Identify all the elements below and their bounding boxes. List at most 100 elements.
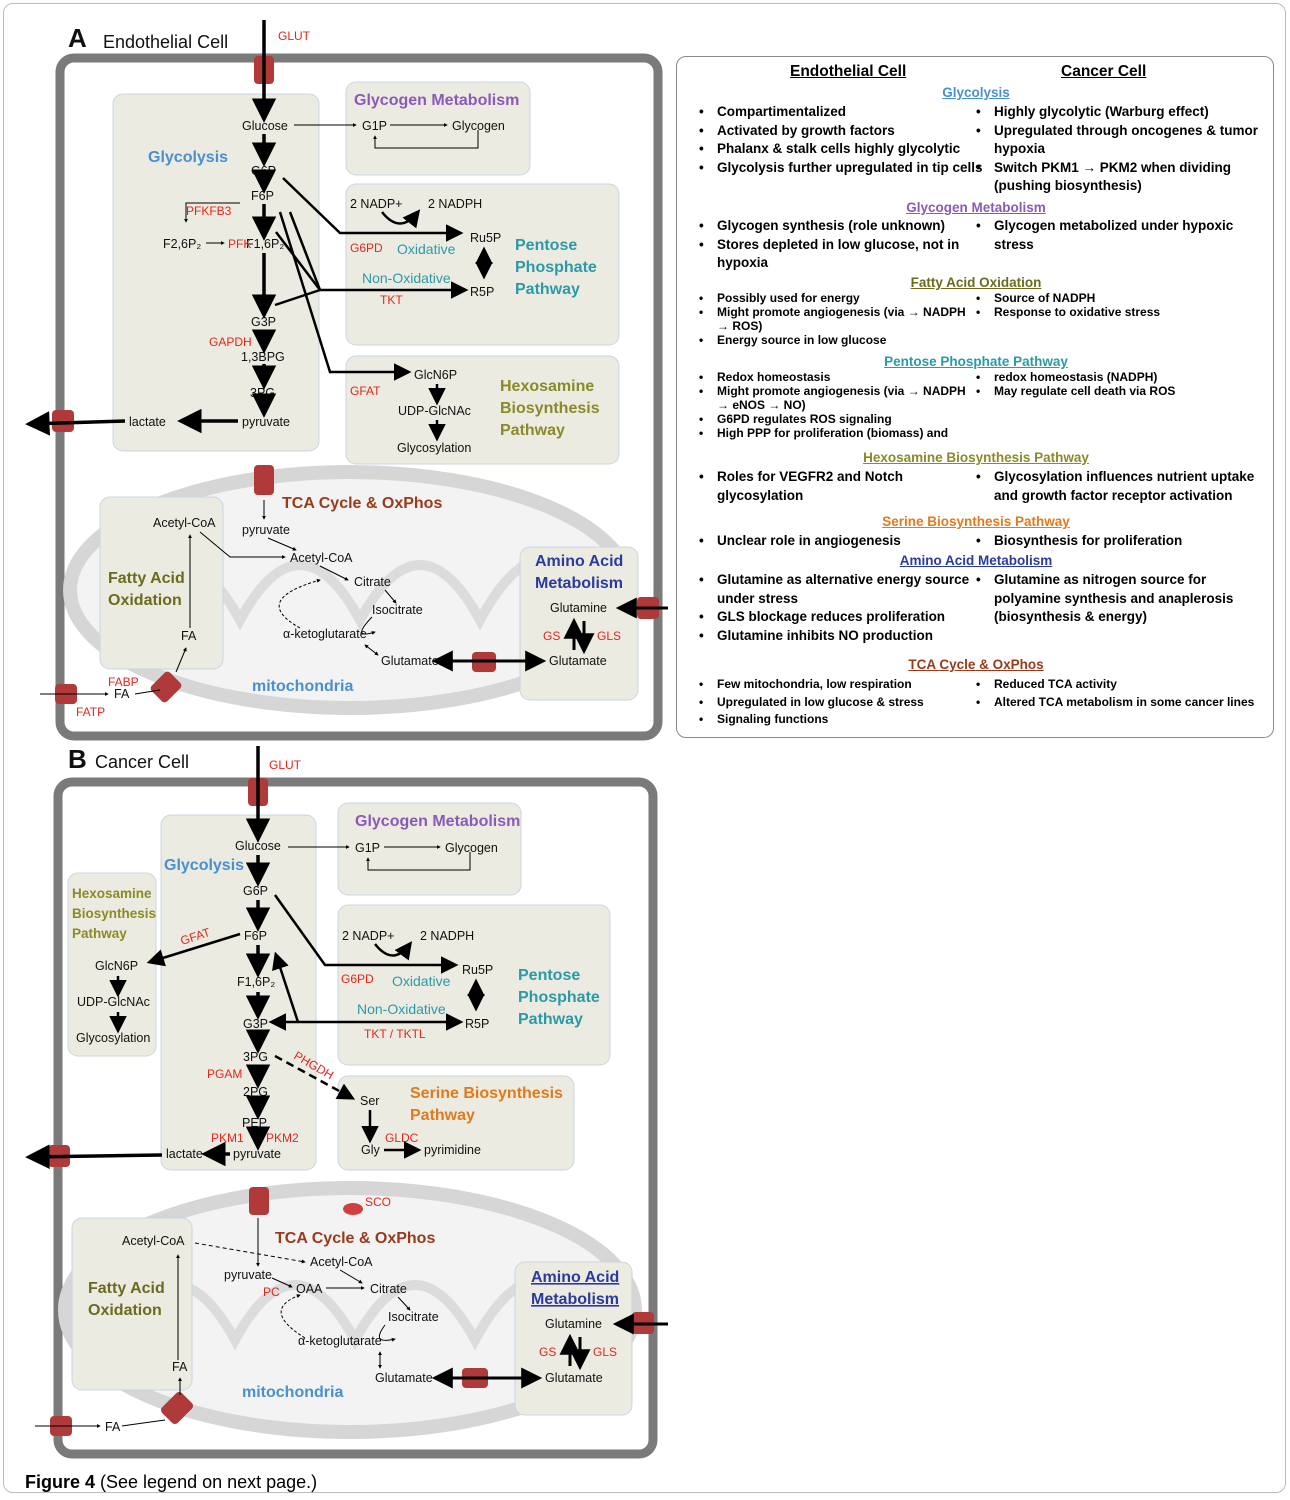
f6p-a: F6P: [251, 189, 274, 203]
g6p-b: G6P: [243, 884, 268, 898]
list-item: Might promote angiogenesis (via → NADPH …: [699, 384, 974, 412]
pg2-b: 2PG: [243, 1085, 268, 1099]
isocitrate-a: Isocitrate: [372, 603, 423, 617]
list-item: Source of NADPH: [976, 291, 1246, 305]
ec-serine-list: Unclear role in angiogenesis: [699, 532, 969, 551]
sco-icon: [343, 1203, 363, 1215]
glycolysis-title-b: Glycolysis: [164, 857, 244, 874]
section-title-serine: Serine Biosynthesis Pathway: [882, 514, 1070, 529]
lactate-transporter-a: [52, 410, 74, 432]
gs-a: GS: [543, 629, 560, 643]
ppp-title-a-2: Phosphate: [515, 259, 597, 276]
arrows-a: [25, 20, 668, 696]
glutamate-mito-a: Glutamate: [381, 654, 439, 668]
hex-title-a-1: Hexosamine: [500, 378, 594, 395]
fa-carrier-b: [160, 1391, 194, 1425]
pg3-b: 3PG: [243, 1050, 268, 1064]
header-endothelial: Endothelial Cell: [790, 63, 907, 80]
nadp-a: 2 NADP+: [350, 197, 402, 211]
cc-ppp-list: redox homeostasis (NADPH) May regulate c…: [976, 370, 1246, 398]
gls-b: GLS: [593, 1345, 617, 1359]
tca-title-a: TCA Cycle & OxPhos: [282, 495, 442, 512]
glutamine-a: Glutamine: [550, 601, 607, 615]
pyruvate-a: pyruvate: [242, 415, 290, 429]
lactate-b: lactate: [166, 1147, 203, 1161]
akg-b: α-ketoglutarate: [298, 1334, 382, 1348]
ppp-title-a-3: Pathway: [515, 281, 580, 298]
panel-a-letter: A: [68, 23, 87, 53]
fa-out-a: FA: [114, 687, 130, 701]
oxidative-b: Oxidative: [392, 973, 451, 989]
caption-text: (See legend on next page.): [95, 1472, 318, 1492]
nadph-b: 2 NADPH: [420, 929, 474, 943]
arrows-b: [25, 746, 668, 1428]
fa-out-b: FA: [105, 1420, 121, 1434]
g1p-b: G1P: [355, 841, 380, 855]
g3p-a: G3P: [251, 315, 276, 329]
glut-label-b: GLUT: [269, 758, 302, 772]
fa-a: FA: [181, 629, 197, 643]
acetylcoa-fao-a: Acetyl-CoA: [153, 516, 216, 530]
g1p-a: G1P: [362, 119, 387, 133]
f6p-b: F6P: [244, 929, 267, 943]
ec-tca-list: Few mitochondria, low respiration Upregu…: [699, 676, 974, 729]
pkm1-b: PKM1: [211, 1131, 244, 1145]
fao-title-a-1: Fatty Acid: [108, 570, 185, 587]
glcn6p-a: GlcN6P: [414, 368, 457, 382]
g6p-a: G6P: [251, 164, 276, 178]
glycosylation-a: Glycosylation: [397, 441, 471, 455]
list-item: Glycosylation influences nutrient uptake…: [976, 468, 1266, 505]
hex-title-b-2: Biosynthesis: [72, 906, 156, 921]
hex-title-b-1: Hexosamine: [72, 886, 152, 901]
acetylcoa-b: Acetyl-CoA: [310, 1255, 373, 1269]
list-item: Reduced TCA activity: [976, 676, 1266, 694]
pg3-a: 3PG: [250, 386, 275, 400]
udp-b: UDP-GlcNAc: [77, 995, 150, 1009]
list-item: Unclear role in angiogenesis: [699, 532, 969, 551]
fabp-a: FABP: [108, 675, 139, 689]
list-item: Glutamine inhibits NO production: [699, 627, 974, 646]
cc-glycolysis-list: Highly glycolytic (Warburg effect) Upreg…: [976, 103, 1266, 196]
hex-title-a-3: Pathway: [500, 422, 565, 439]
pc-b: PC: [263, 1285, 280, 1299]
r5p-a: R5P: [470, 285, 494, 299]
cc-hex-list: Glycosylation influences nutrient uptake…: [976, 468, 1266, 505]
fao-title-a-2: Oxidation: [108, 592, 182, 609]
glutamate-b: Glutamate: [545, 1371, 603, 1385]
hex-title-a-2: Biosynthesis: [500, 400, 600, 417]
mito-label-a: mitochondria: [252, 678, 353, 695]
aa-title-b-2: Metabolism: [531, 1291, 619, 1308]
pyruvate-mito-b: pyruvate: [224, 1268, 272, 1282]
list-item: Signaling functions: [699, 711, 974, 729]
panel-a: A Endothelial Cell Glycolysis Glycogen M…: [25, 20, 668, 741]
section-title-glycolysis: Glycolysis: [942, 85, 1010, 100]
pyrimidine-b: pyrimidine: [424, 1143, 481, 1157]
glutamate-a: Glutamate: [549, 654, 607, 668]
r5p-b: R5P: [465, 1017, 489, 1031]
gls-a: GLS: [597, 629, 621, 643]
list-item: G6PD regulates ROS signaling: [699, 412, 974, 426]
list-item: Highly glycolytic (Warburg effect): [976, 103, 1266, 122]
panel-b-letter: B: [68, 744, 87, 774]
glycolysis-box-b: [160, 814, 317, 1171]
cc-tca-list: Reduced TCA activity Altered TCA metabol…: [976, 676, 1266, 711]
ec-hex-list: Roles for VEGFR2 and Notch glycosylation: [699, 468, 959, 505]
citrate-a: Citrate: [354, 575, 391, 589]
pyruvate-carrier-a: [254, 465, 274, 495]
serine-box-b: [337, 1075, 575, 1171]
cell-membrane-b: [53, 777, 658, 1459]
list-item: Possibly used for energy: [699, 291, 974, 305]
glycogen-a: Glycogen: [452, 119, 505, 133]
section-title-fao: Fatty Acid Oxidation: [910, 275, 1042, 290]
figure-caption: Figure 4 (See legend on next page.): [25, 1472, 317, 1493]
glycogen-box-a: [345, 81, 531, 176]
f16p2-a: F1,6P₂: [246, 237, 284, 251]
ec-ppp-list: Redox homeostasis Might promote angiogen…: [699, 370, 974, 440]
section-title-glycogen: Glycogen Metabolism: [906, 200, 1046, 215]
pkm2-b: PKM2: [266, 1131, 299, 1145]
cc-glycogen-list: Glycogen metabolized under hypoxic stres…: [976, 217, 1246, 254]
glycogen-title-a: Glycogen Metabolism: [354, 92, 519, 109]
list-item: Redox homeostasis: [699, 370, 974, 384]
cell-membrane-a: [55, 53, 663, 741]
g3p-b: G3P: [243, 1017, 268, 1031]
